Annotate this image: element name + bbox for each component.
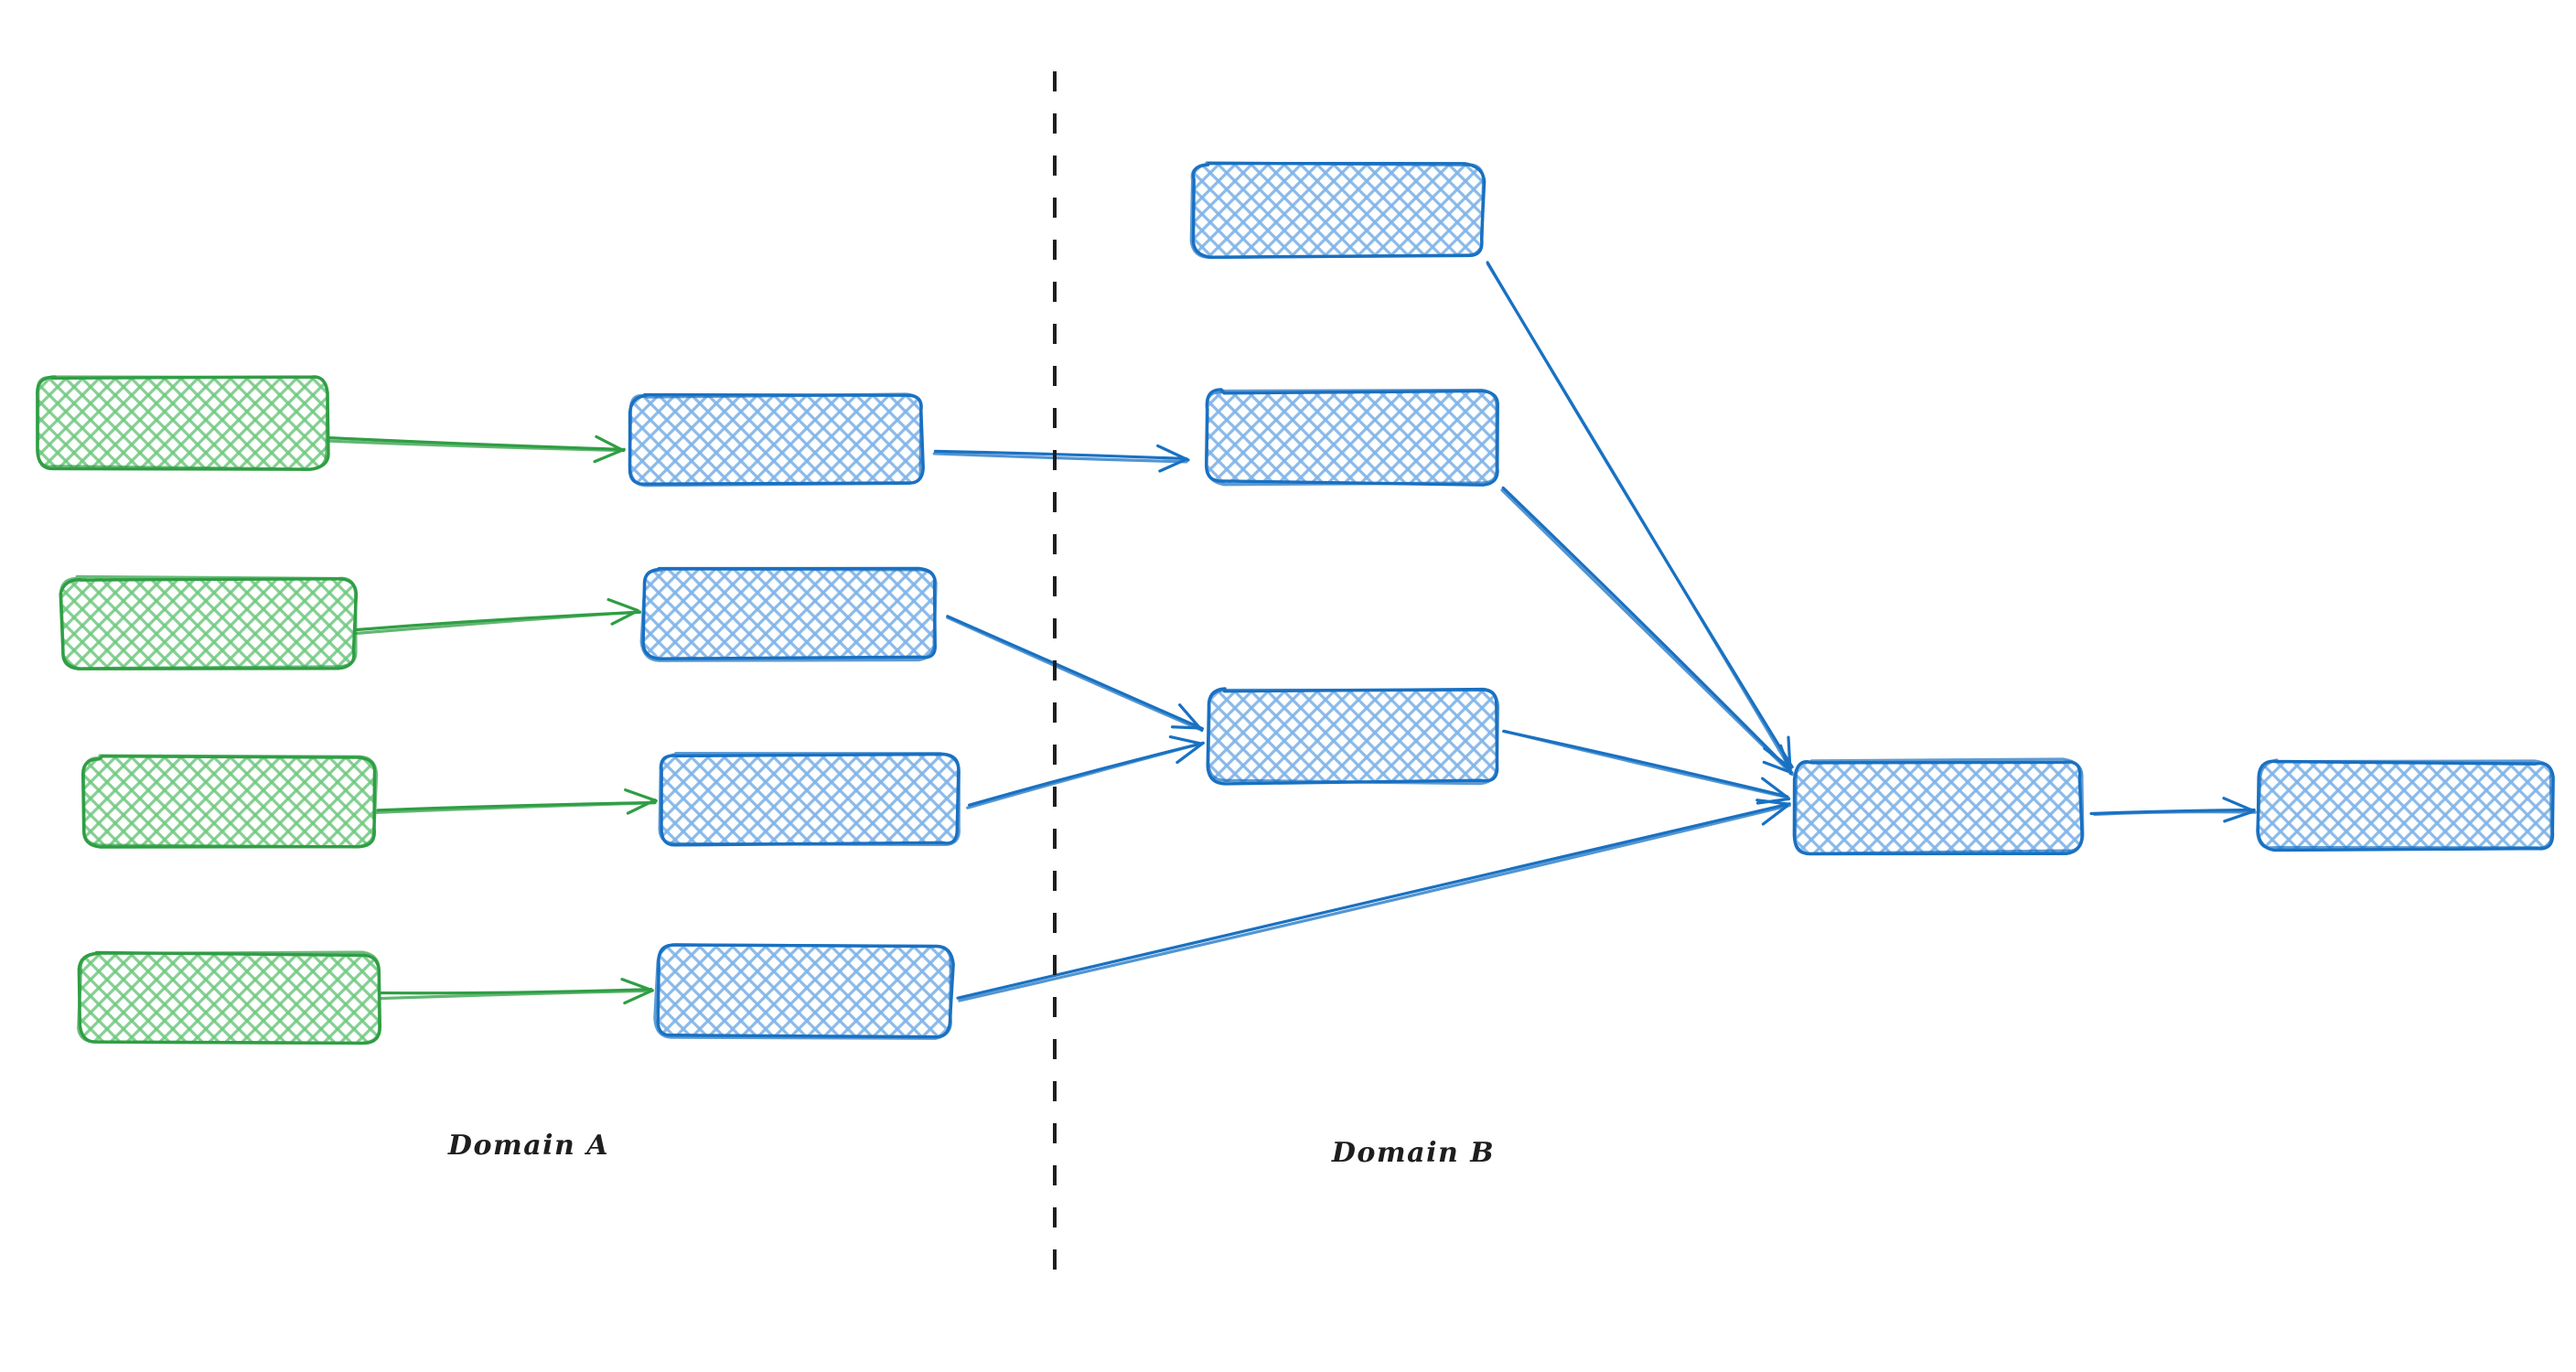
node-outline	[639, 567, 938, 662]
edge-e-b1	[932, 444, 1190, 473]
node-outline	[77, 950, 381, 1045]
edges-layer	[327, 261, 2257, 1005]
node-fill	[37, 377, 327, 468]
nodes-layer	[36, 161, 2555, 1045]
edge-e-a2	[354, 597, 642, 636]
node-a-mid-1[interactable]	[628, 392, 925, 488]
node-fill	[2259, 762, 2552, 849]
edge-e-a3	[375, 788, 658, 815]
node-a-mid-3[interactable]	[658, 752, 961, 847]
node-outline	[1204, 388, 1498, 487]
edge-shaft	[2093, 810, 2257, 817]
edge-shaft	[1500, 488, 1794, 777]
edge-arrowhead	[593, 447, 626, 464]
edge-arrowhead	[2222, 797, 2256, 813]
edge-shaft	[956, 802, 1791, 1000]
edge-shaft	[1501, 486, 1794, 775]
edge-shaft	[375, 801, 656, 814]
edge-e-b3	[966, 734, 1205, 809]
node-fill	[643, 569, 936, 659]
node-b-node-2[interactable]	[1204, 388, 1499, 487]
edge-arrowhead	[1755, 799, 1790, 806]
node-fill	[80, 954, 380, 1043]
edge-arrowhead	[1779, 744, 1792, 776]
edge-e-b8	[2089, 797, 2257, 823]
node-a-source-3[interactable]	[80, 754, 379, 849]
domain-a-label: Domain A	[447, 1130, 609, 1162]
edge-arrowhead	[1178, 703, 1204, 733]
node-a-mid-2[interactable]	[639, 566, 938, 662]
edge-e-b6	[1502, 729, 1791, 805]
node-fill	[1208, 691, 1498, 782]
edge-arrowhead	[1761, 804, 1789, 826]
edge-shaft	[1486, 263, 1793, 771]
edge-shaft	[328, 439, 626, 453]
edge-shaft	[946, 615, 1204, 731]
node-fill	[629, 395, 922, 485]
node-outline	[81, 754, 379, 849]
edge-arrowhead	[624, 788, 658, 803]
node-a-source-4[interactable]	[77, 950, 381, 1045]
edge-e-a1	[327, 434, 626, 464]
node-fill	[84, 757, 375, 846]
edge-arrowhead	[626, 799, 657, 815]
node-fill	[657, 947, 951, 1036]
edge-arrowhead	[1156, 444, 1190, 462]
node-fill	[1206, 391, 1498, 483]
edge-shaft	[958, 804, 1791, 1002]
edge-arrowhead	[1175, 741, 1205, 765]
edge-arrowhead	[2223, 809, 2255, 823]
edge-e-b2	[946, 615, 1204, 733]
edge-arrowhead	[1170, 725, 1203, 730]
edge-e-b5	[1500, 486, 1794, 777]
edge-arrowhead	[620, 978, 654, 992]
node-outline	[2256, 758, 2554, 850]
edge-arrowhead	[1158, 457, 1188, 473]
edge-arrowhead	[1787, 735, 1792, 771]
edge-shaft	[966, 741, 1205, 809]
node-b-node-1[interactable]	[1189, 161, 1487, 260]
node-fill	[62, 578, 355, 668]
labels-layer: Domain A Domain B	[447, 1130, 1495, 1169]
node-outline	[59, 574, 358, 670]
edge-arrowhead	[623, 989, 653, 1005]
edge-shaft	[932, 452, 1188, 464]
node-a-mid-4[interactable]	[653, 943, 955, 1040]
edge-arrowhead	[1762, 760, 1794, 775]
node-a-source-1[interactable]	[36, 375, 330, 471]
edge-arrowhead	[610, 609, 639, 626]
node-b-output[interactable]	[2256, 758, 2555, 852]
edge-arrowhead	[1168, 734, 1203, 745]
node-b-node-3[interactable]	[1206, 687, 1500, 786]
node-b-target[interactable]	[1792, 757, 2085, 856]
node-fill	[660, 755, 959, 844]
node-outline	[653, 943, 953, 1040]
edge-arrowhead	[606, 597, 639, 613]
edge-shaft	[379, 989, 654, 1001]
node-outline	[36, 375, 329, 471]
node-fill	[1192, 165, 1483, 256]
node-outline	[1207, 688, 1500, 786]
node-a-source-2[interactable]	[59, 574, 359, 670]
node-fill	[1795, 761, 2081, 852]
edge-e-b7	[956, 799, 1791, 1002]
edge-shaft	[354, 610, 642, 636]
node-outline	[658, 752, 961, 847]
edge-shaft	[1502, 729, 1790, 799]
domain-b-label: Domain B	[1331, 1137, 1495, 1169]
node-outline	[628, 392, 923, 488]
edge-shaft	[933, 449, 1188, 461]
edge-shaft	[946, 616, 1203, 732]
node-outline	[1793, 757, 2085, 856]
edge-arrowhead	[595, 434, 625, 453]
node-outline	[1189, 161, 1486, 260]
edge-e-a4	[379, 978, 654, 1005]
edge-arrowhead	[1761, 777, 1790, 799]
